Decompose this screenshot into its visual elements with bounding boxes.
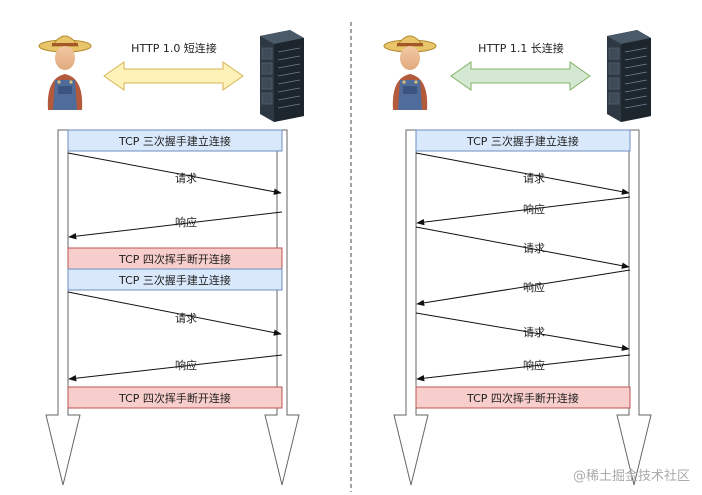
left-request-label-2: 请求: [175, 312, 197, 325]
right-request-label-1: 请求: [523, 172, 545, 185]
left-teardown-band-2: [67, 386, 283, 409]
left-handshake-label-2: TCP 三次握手建立连接: [118, 273, 231, 287]
right-handshake-band: [415, 129, 631, 152]
left-title: HTTP 1.0 短连接: [131, 41, 217, 55]
watermark: @稀土掘金技术社区: [573, 468, 690, 484]
left-request-label-1: 请求: [175, 172, 197, 185]
server-lifeline: [616, 129, 652, 486]
right-request-arrow-3: [415, 312, 630, 351]
left-handshake-label-1: TCP 三次握手建立连接: [118, 134, 231, 148]
right-panel: HTTP 1.1 长连接 TCP 三次握手建立连接 TCP 四次挥手断开连接 请…: [383, 30, 652, 486]
right-response-label-3: 响应: [523, 358, 545, 372]
right-teardown-band: [415, 386, 631, 409]
left-handshake-band-1: [67, 129, 283, 152]
right-request-label-2: 请求: [523, 242, 545, 255]
right-title: HTTP 1.1 长连接: [478, 42, 564, 55]
right-handshake-label: TCP 三次握手建立连接: [466, 134, 579, 148]
right-request-label-3: 请求: [523, 326, 545, 339]
client-lifeline: [45, 129, 81, 486]
left-request-arrow-2: [67, 291, 282, 336]
server-lifeline: [264, 129, 300, 486]
left-connection-arrow: [103, 61, 244, 91]
server-icon: [260, 30, 304, 122]
client-farmer-icon: [38, 35, 92, 110]
right-response-arrow-3: [416, 354, 631, 382]
right-response-label-1: 响应: [523, 202, 545, 216]
left-teardown-label-2: TCP 四次挥手断开连接: [118, 391, 231, 405]
left-panel: HTTP 1.0 短连接 TCP 三次握手建立连接 TCP 四次挥手断开连接 T…: [38, 30, 304, 486]
right-response-label-2: 响应: [523, 280, 545, 294]
left-request-arrow-1: [67, 152, 282, 195]
left-response-arrow-2: [68, 354, 283, 382]
left-teardown-label-1: TCP 四次挥手断开连接: [118, 252, 231, 266]
client-farmer-icon: [383, 35, 437, 110]
client-lifeline: [393, 129, 429, 486]
left-response-arrow-1: [68, 211, 283, 240]
right-response-arrow-1: [416, 196, 631, 226]
right-response-arrow-2: [416, 269, 631, 307]
left-response-label-1: 响应: [175, 215, 197, 229]
left-response-label-2: 响应: [175, 358, 197, 372]
right-request-arrow-2: [415, 226, 630, 269]
right-connection-arrow: [450, 61, 591, 91]
server-icon: [607, 30, 651, 122]
right-request-arrow-1: [415, 152, 630, 195]
right-teardown-label: TCP 四次挥手断开连接: [466, 391, 579, 405]
left-handshake-band-2: [67, 268, 283, 291]
